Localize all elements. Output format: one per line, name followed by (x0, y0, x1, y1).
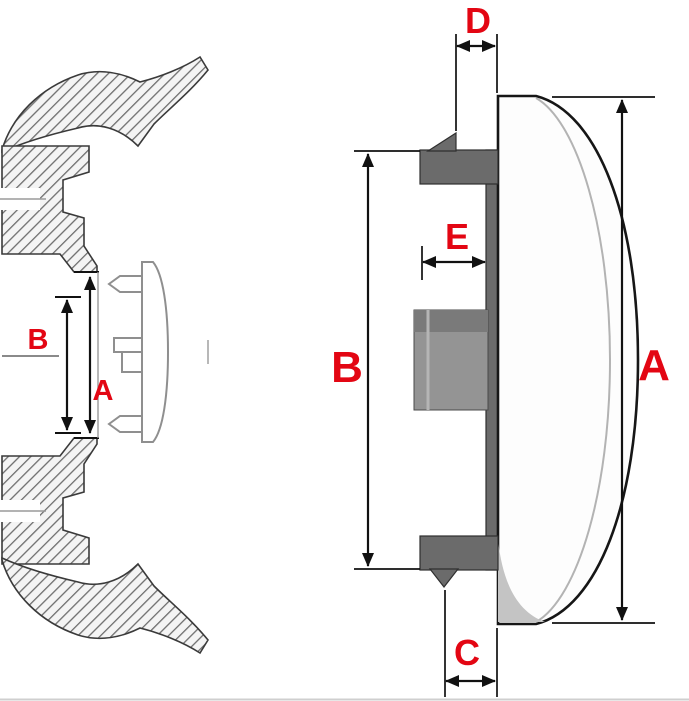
cap-dome-face (496, 94, 640, 626)
cap-side-view: D E B A C (331, 0, 670, 697)
retention-rim-bottom (419, 535, 499, 571)
cap-dome-inner-contour (535, 97, 612, 623)
retention-tab-top (425, 131, 457, 152)
wheel-cross-section-view: B A (0, 55, 209, 655)
dim-label-a-right: A (638, 341, 670, 390)
rim-flange-hatch-top (1, 55, 209, 154)
hub-bore-hatch-bottom (1, 437, 98, 565)
rim-flange-hatch-bottom (1, 556, 209, 655)
dim-label-e: E (445, 216, 469, 257)
cap-hub-lower (121, 351, 143, 373)
hub-boss-top-band (414, 310, 488, 332)
dim-label-b-right: B (331, 343, 363, 392)
cap-tab-bottom (107, 415, 143, 433)
dim-label-c: C (454, 632, 480, 673)
cap-cross-section (107, 261, 170, 443)
cap-hub-upper (113, 337, 143, 353)
retention-rim-top (419, 149, 499, 185)
hub-bore-hatch-top (1, 145, 98, 273)
dim-label-b-left: B (28, 324, 49, 356)
dim-label-d: D (465, 0, 491, 41)
cap-tab-top (107, 275, 143, 293)
retention-tab-bottom (428, 568, 460, 588)
cap-dome-profile (141, 261, 170, 443)
cap-dome-shadow (498, 540, 545, 622)
dim-label-a-left: A (93, 375, 114, 407)
